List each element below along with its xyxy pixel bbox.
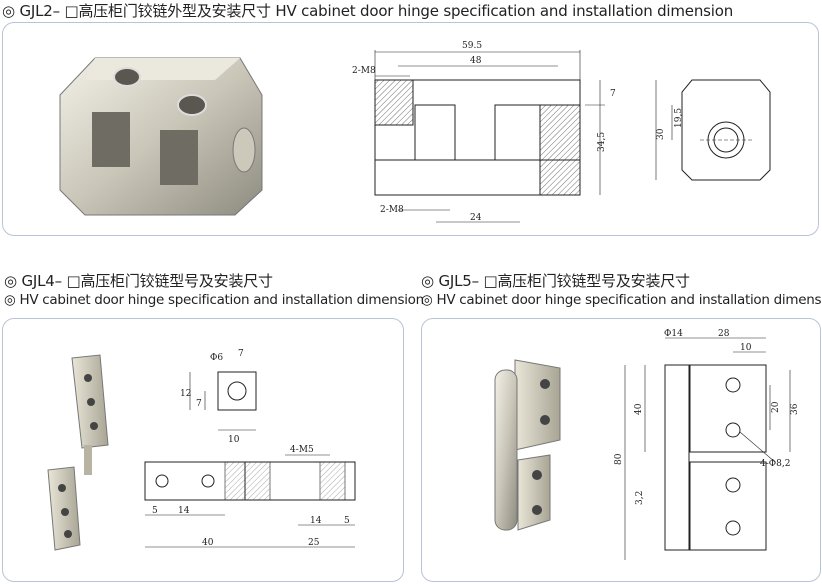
gjl2-front-drawing [374, 50, 605, 223]
gjl4-dim-25: 25 [308, 538, 320, 548]
gjl4-dim-12: 12 [180, 389, 191, 399]
gjl4-hinge-photo [47, 354, 109, 551]
gjl2-title: ◎ GJL2– □高压柜门铰链外型及安装尺寸 HV cabinet door h… [2, 2, 733, 20]
gjl4-dim-40: 40 [202, 538, 214, 548]
gjl2-dim-30: 30 [656, 128, 666, 140]
gjl2-dim-m8-top: 2-M8 [352, 66, 376, 76]
gjl2-hinge-photo [59, 57, 263, 216]
gjl5-dim-phi14: Φ14 [664, 329, 683, 339]
gjl4-dim-5b: 5 [344, 516, 350, 526]
gjl4-dim-m5: 4-M5 [290, 445, 314, 455]
gjl2-dim-7: 7 [610, 89, 616, 99]
gjl2-dim-34-5: 34,5 [597, 132, 607, 152]
gjl4-dim-phi6: Φ6 [210, 353, 223, 363]
gjl5-title: ◎ GJL5– □高压柜门铰链型号及安装尺寸 [421, 272, 690, 290]
gjl4-dim-14b: 14 [310, 516, 322, 526]
gjl2-dim-m8-bot: 2-M8 [380, 205, 404, 215]
gjl2-dim-59-5: 59.5 [462, 41, 482, 51]
gjl5-dim-80: 80 [614, 453, 624, 465]
gjl5-panel [421, 318, 821, 582]
gjl2-dim-19-5: 19,5 [674, 108, 684, 128]
gjl5-dim-20: 20 [771, 401, 781, 413]
gjl5-drawing [624, 337, 791, 560]
gjl5-dim-10: 10 [740, 343, 752, 353]
gjl4-dim-5a: 5 [152, 506, 158, 516]
gjl4-dim-7a: 7 [238, 349, 244, 359]
gjl4-front-view [144, 454, 356, 548]
gjl5-dim-phi8-2: 4-Φ8,2 [760, 459, 790, 469]
gjl2-dim-24: 24 [470, 213, 482, 223]
gjl4-end-view [189, 371, 257, 431]
gjl2-side-drawing [655, 79, 771, 181]
gjl5-dim-40: 40 [634, 403, 644, 415]
gjl2-dim-48: 48 [470, 56, 482, 66]
gjl4-dim-10: 10 [228, 435, 240, 445]
gjl5-subtitle: ◎ HV cabinet door hinge specification an… [421, 292, 822, 308]
gjl5-hinge-photo [494, 359, 561, 531]
gjl5-dim-3-2: 3,2 [635, 491, 645, 505]
gjl5-dim-36: 36 [790, 403, 800, 415]
gjl4-subtitle: ◎ HV cabinet door hinge specification an… [4, 292, 424, 308]
gjl4-dim-14a: 14 [178, 506, 190, 516]
gjl4-title: ◎ GJL4– □高压柜门铰链型号及安装尺寸 [4, 272, 273, 290]
gjl4-dim-7b: 7 [196, 399, 202, 409]
gjl5-dim-28: 28 [718, 329, 730, 339]
